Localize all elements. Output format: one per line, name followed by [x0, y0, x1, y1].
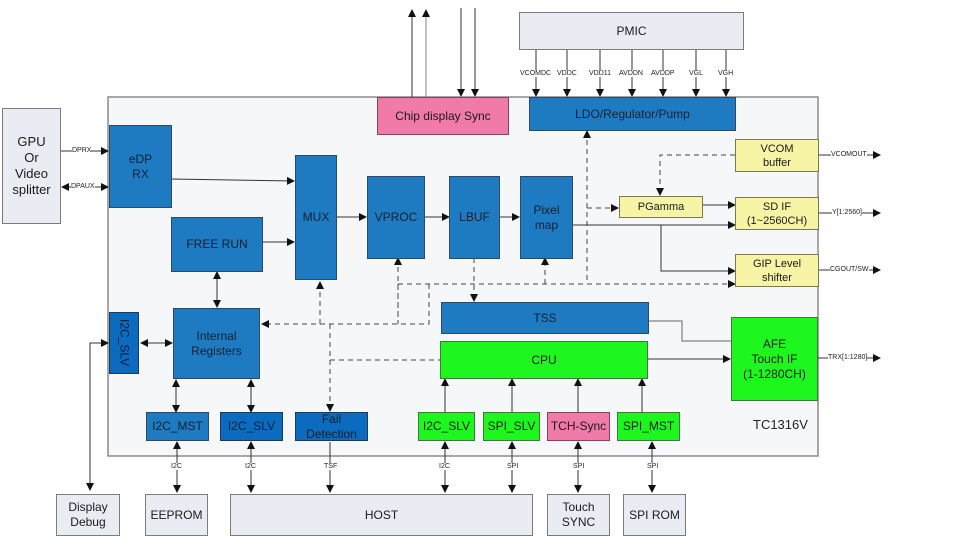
- signal-trx: TRX[1:1280]: [828, 354, 868, 361]
- cpu-block: CPU: [440, 341, 648, 379]
- edp-rx-block: eDP RX: [109, 125, 172, 208]
- afe-touch-if-block: AFE Touch IF (1-1280CH): [731, 317, 818, 401]
- signal-vcomout: VCOMOUT: [831, 151, 867, 158]
- bus-label-spi-sync: SPI: [573, 463, 585, 470]
- bus-label-spi-slv: SPI: [507, 463, 519, 470]
- pgamma-block: PGamma: [619, 196, 703, 218]
- i2c-slv-display-block: I2C_SLV: [220, 412, 283, 441]
- bus-label-tsf: TSF: [324, 463, 338, 470]
- signal-y: Y[1:2560]: [832, 209, 862, 216]
- signal-dpaux: DPAUX: [71, 183, 95, 190]
- lbuf-block: LBUF: [449, 176, 500, 259]
- pmic-rail-vgl: VGL: [689, 70, 704, 77]
- sd-if-block: SD IF (1~2560CH): [735, 197, 819, 230]
- fail-detection-block: Fail Detection: [295, 412, 368, 441]
- vcom-buffer-block: VCOM buffer: [735, 139, 819, 172]
- i2c-mst-block: I2C_MST: [146, 412, 209, 441]
- eeprom-block: EEPROM: [145, 494, 208, 536]
- tss-block: TSS: [441, 302, 649, 334]
- gpu-block: GPU Or Video splitter: [2, 108, 61, 224]
- pmic-rail-avddn: AVDDN: [619, 70, 643, 77]
- i2c-slv-left-block: I2C_SLV: [109, 312, 139, 374]
- bus-label-spi-rom: SPI: [647, 463, 659, 470]
- gip-level-shifter-block: GIP Level shifter: [735, 254, 819, 287]
- spi-rom-block: SPI ROM: [623, 494, 686, 536]
- signal-cgout: CGOUT/SW: [830, 266, 869, 273]
- chip-name-label: TC1316V: [753, 417, 808, 432]
- chip-boundary: [107, 96, 819, 457]
- signal-dprx: DPRX: [72, 147, 92, 154]
- internal-registers-block: Internal Registers: [173, 308, 260, 379]
- chip-display-sync-block: Chip display Sync: [377, 97, 509, 135]
- free-run-block: FREE RUN: [171, 217, 263, 272]
- host-block: HOST: [230, 494, 533, 536]
- spi-slv-block: SPI_SLV: [483, 412, 540, 441]
- vproc-block: VPROC: [367, 176, 425, 259]
- display-debug-block: Display Debug: [56, 494, 120, 536]
- spi-mst-block: SPI_MST: [617, 412, 680, 441]
- bus-label-i2c-eeprom: I2C: [171, 463, 182, 470]
- bus-label-i2c-touch: I2C: [439, 463, 450, 470]
- pmic-rail-avddp: AVDDP: [651, 70, 675, 77]
- tch-sync-block: TCH-Sync: [547, 412, 610, 441]
- mux-block: MUX: [295, 155, 337, 280]
- pmic-block: PMIC: [519, 12, 744, 50]
- pmic-rail-vcomdc: VCOMDC: [520, 70, 552, 77]
- pixel-map-block: Pixel map: [520, 176, 573, 259]
- i2c-slv-touch-block: I2C_SLV: [418, 412, 475, 441]
- ldo-regulator-pump-block: LDO/Regulator/Pump: [529, 97, 736, 131]
- pmic-rail-vgh: VGH: [718, 70, 734, 77]
- pmic-rail-vddc: VDDC: [557, 70, 577, 77]
- pmic-rail-vdd11: VDD11: [589, 70, 612, 77]
- touch-sync-block: Touch SYNC: [547, 494, 610, 536]
- bus-label-i2c-host: I2C: [245, 463, 256, 470]
